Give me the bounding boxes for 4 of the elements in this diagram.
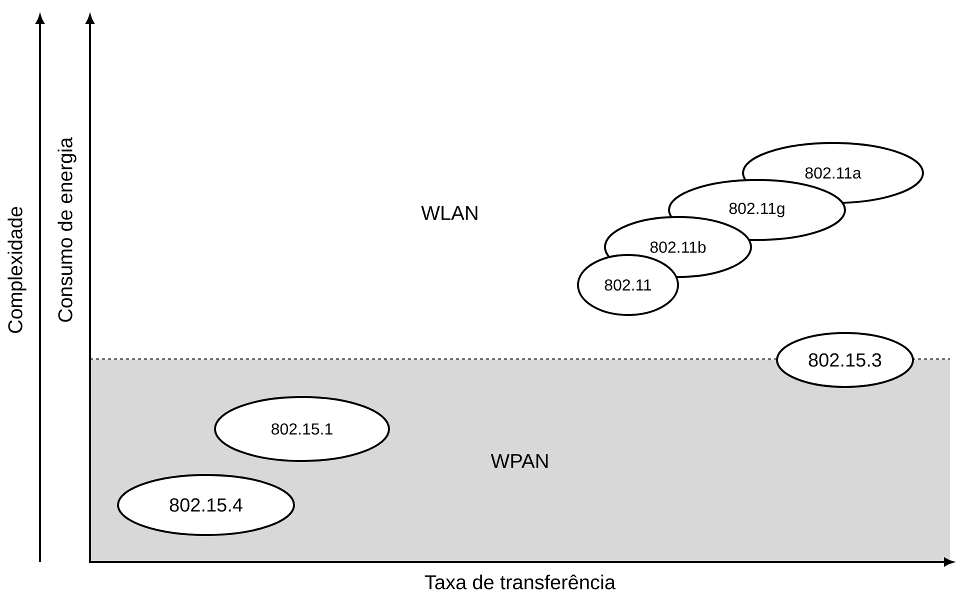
region-label: WLAN bbox=[421, 206, 478, 220]
axis-label: Consumo de energia bbox=[58, 137, 76, 322]
axis-label: Taxa de transferência bbox=[424, 574, 616, 590]
axis-label: Complexidade bbox=[8, 207, 26, 333]
